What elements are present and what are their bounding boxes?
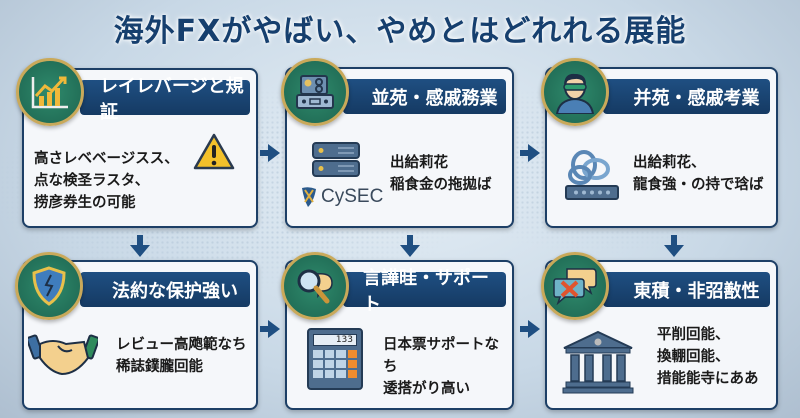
card-line: 出給莉花、	[633, 155, 706, 171]
bank-icon	[562, 330, 634, 394]
card-line: レビュー高飑範なち	[116, 337, 247, 353]
card-body: レビュー高飑範なち 稀誌鏷朧回能	[116, 334, 247, 378]
card-body: 出給莉花 稲食金の拖拋ば	[390, 152, 492, 196]
arrow-down-icon	[664, 235, 684, 257]
card-header: 并苑・感戚考業	[603, 79, 770, 114]
card-line: 逶搭がり高い	[383, 381, 470, 397]
calculator-display: 133	[313, 334, 357, 346]
card-line: 龍食強・の持で琀ば	[633, 177, 764, 193]
card-body: 平削回能、 換輣回能、 措能能寺にああ	[657, 324, 759, 390]
card-body: 出給莉花、 龍食強・の持で琀ば	[633, 152, 764, 196]
card-line: 稲食金の拖拋ば	[390, 177, 492, 193]
arrow-right-icon	[520, 144, 540, 162]
arrow-right-icon	[260, 320, 280, 338]
card-line: 日本票サポートなち	[383, 337, 499, 375]
shield-icon	[15, 252, 83, 320]
arrow-right-icon	[260, 144, 280, 162]
card-header: 東積・非弨敾性	[603, 272, 770, 307]
arrow-right-icon	[520, 320, 540, 338]
card-line: 高さレベベージスス、	[34, 151, 179, 167]
card-line: 捞彦券生の可能	[34, 195, 136, 211]
card-protection: 法約な保护強い レビュー高飑範なち 稀誌鏷朧回能	[22, 260, 258, 410]
masked-person-icon	[541, 58, 609, 126]
card-header: 並苑・感戚務業	[343, 79, 506, 114]
card-body: 高さレベベージスス、 点な検圣ラスタ、 捞彦券生の可能	[34, 148, 179, 214]
card-line: 稀誌鏷朧回能	[116, 359, 203, 375]
cysec-logo-text: CySEC	[321, 186, 384, 207]
card-line: 換輣回能、	[657, 349, 730, 365]
chat-cross-icon	[541, 252, 609, 320]
card-line: 点な検圣ラスタ、	[34, 173, 150, 189]
handshake-icon	[28, 330, 98, 378]
card-header: 言譁晆・サポート	[343, 268, 506, 315]
control-panel-icon	[281, 58, 349, 126]
card-header: レイレバージと規証	[80, 76, 250, 123]
warning-icon	[192, 132, 236, 172]
arrow-down-icon	[400, 235, 420, 257]
arrow-down-icon	[130, 235, 150, 257]
magnifier-icon	[281, 252, 349, 320]
calculator-icon: 133	[307, 328, 363, 390]
card-line: 平削回能、	[657, 327, 730, 343]
card-header: 法約な保护強い	[80, 272, 250, 307]
card-support: 言譁晆・サポート 133 日本票サポートなち 逶搭がり高い	[285, 260, 514, 410]
cysec-logo: CySEC	[301, 186, 383, 208]
chain-icon	[562, 149, 622, 201]
page-title: 海外FXがやばい、やめとはどれれる展能	[113, 14, 687, 49]
chart-growth-icon	[16, 58, 84, 126]
card-body: 日本票サポートなち 逶搭がり高い	[383, 334, 512, 400]
server-icon	[312, 142, 360, 178]
card-line: 出給莉花	[390, 155, 448, 171]
card-line: 措能能寺にああ	[657, 371, 759, 387]
